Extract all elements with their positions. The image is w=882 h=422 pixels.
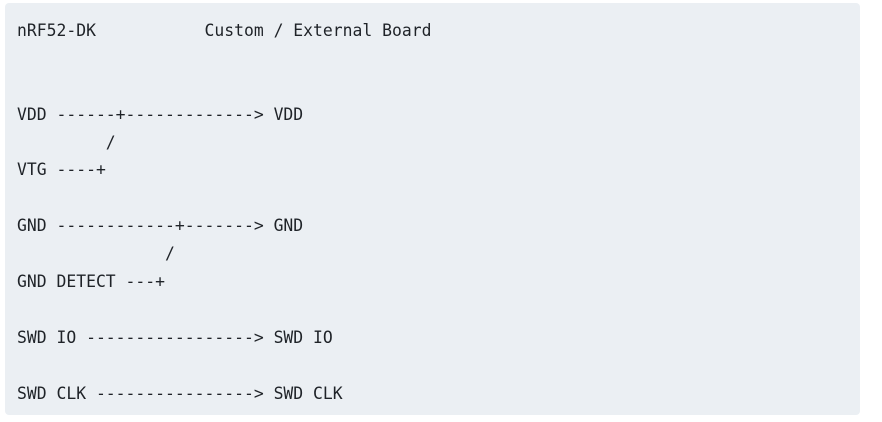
blank-line — [17, 184, 860, 212]
diagram-header-line: nRF52-DK Custom / External Board — [17, 21, 432, 40]
vdd-line: VDD ------+-------------> VDD — [17, 104, 304, 124]
gnd-connector-line: / — [17, 244, 175, 264]
swd-clk-line: SWD CLK ----------------> SWD CLK — [17, 383, 343, 403]
vdd-connector-line: / — [17, 132, 116, 152]
gnd-detect-line: GND DETECT ---+ — [17, 272, 166, 292]
blank-line — [17, 352, 860, 380]
blank-line — [17, 296, 860, 324]
gnd-line: GND ------------+-------> GND — [17, 216, 304, 236]
blank-line — [17, 45, 860, 73]
swd-io-line: SWD IO -----------------> SWD IO — [17, 327, 333, 347]
blank-line — [17, 73, 860, 101]
vtg-line: VTG ----+ — [17, 160, 106, 180]
